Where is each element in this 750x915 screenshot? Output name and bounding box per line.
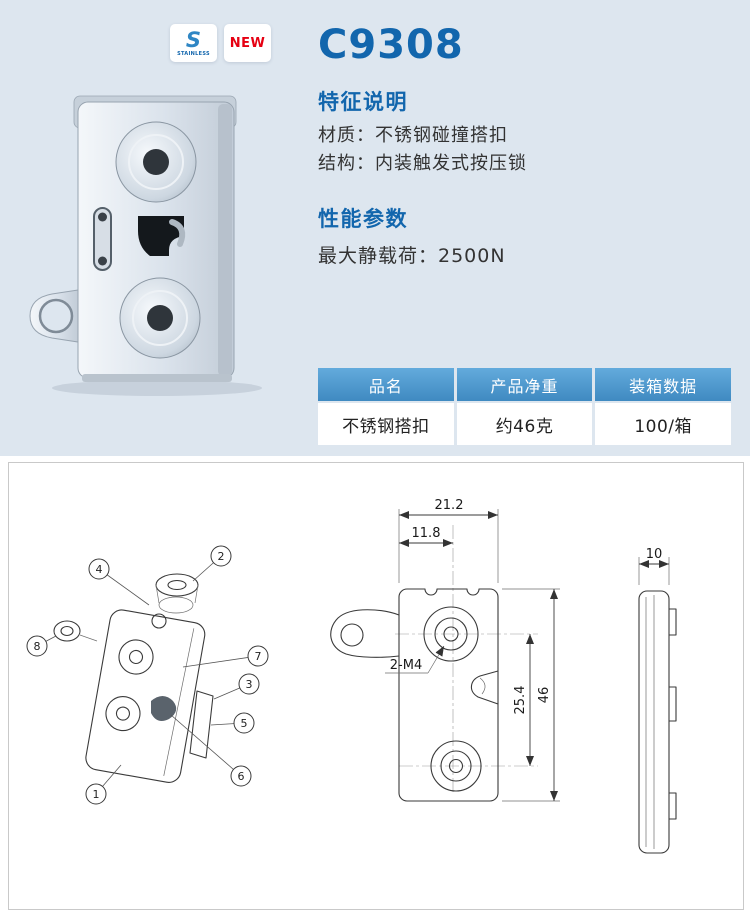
callout-1: 1 xyxy=(85,783,107,805)
spec-header-packing: 装箱数据 xyxy=(595,368,732,401)
callout-6: 6 xyxy=(230,765,252,787)
spec-header-weight: 产品净重 xyxy=(456,368,593,401)
callout-5: 5 xyxy=(233,712,255,734)
structure-spec: 结构：内装触发式按压锁 xyxy=(318,153,527,174)
dimension-hole-spacing: 25.4 xyxy=(513,634,534,766)
features-heading: 特征说明 xyxy=(318,90,408,114)
stainless-badge: S STAINLESS xyxy=(170,24,217,62)
thread-spec-label: 2-M4 xyxy=(385,645,445,674)
product-info-column: C9308 特征说明 材质：不锈钢碰撞搭扣 结构：内装触发式按压锁 性能参数 最… xyxy=(318,0,732,456)
spec-header-name: 品名 xyxy=(318,368,454,401)
new-badge: NEW xyxy=(224,24,271,62)
front-view: 21.2 11.8 2-M4 25.4 xyxy=(330,498,560,802)
material-spec: 材质：不锈钢碰撞搭扣 xyxy=(318,125,508,146)
product-photo xyxy=(22,90,288,400)
spec-value-weight: 约46克 xyxy=(456,403,593,445)
callout-2: 2 xyxy=(210,545,232,567)
product-summary-section: S STAINLESS NEW xyxy=(0,0,750,456)
svg-text:10: 10 xyxy=(646,547,663,562)
svg-text:3: 3 xyxy=(246,678,253,691)
svg-text:2: 2 xyxy=(218,550,225,563)
svg-text:25.4: 25.4 xyxy=(513,686,528,715)
callout-7: 7 xyxy=(247,645,269,667)
svg-text:6: 6 xyxy=(238,770,245,783)
max-load-spec: 最大静载荷：2500N xyxy=(318,245,506,267)
latch-photo-illustration xyxy=(29,95,262,396)
dimension-front-height: 46 xyxy=(502,588,560,802)
svg-text:4: 4 xyxy=(96,563,103,576)
latch-claw xyxy=(151,696,177,721)
technical-drawing: 1 2 3 4 5 6 7 8 xyxy=(26,498,677,854)
callout-4: 4 xyxy=(88,558,110,580)
new-badge-label: NEW xyxy=(229,35,266,51)
svg-text:5: 5 xyxy=(241,717,248,730)
stainless-icon: S xyxy=(185,27,202,52)
svg-text:8: 8 xyxy=(34,640,41,653)
spec-table: 品名 产品净重 装箱数据 不锈钢搭扣 约46克 100/箱 xyxy=(318,368,732,445)
dimension-front-hole-offset: 11.8 xyxy=(399,526,453,547)
spec-value-name: 不锈钢搭扣 xyxy=(318,403,454,445)
technical-drawing-panel: 1 2 3 4 5 6 7 8 xyxy=(8,462,744,910)
dimension-front-total-width: 21.2 xyxy=(398,498,499,583)
exploded-view: 1 2 3 4 5 6 7 8 xyxy=(26,545,269,805)
badge-group: S STAINLESS NEW xyxy=(170,24,271,62)
product-model: C9308 xyxy=(318,22,464,68)
callout-leader-lines xyxy=(36,555,259,795)
dimension-side-thickness: 10 xyxy=(638,547,670,585)
callout-3: 3 xyxy=(238,673,260,695)
svg-text:2-M4: 2-M4 xyxy=(390,658,422,673)
svg-text:46: 46 xyxy=(537,687,552,704)
spec-table-header: 品名 产品净重 装箱数据 xyxy=(318,368,732,401)
svg-text:1: 1 xyxy=(93,788,100,801)
svg-text:21.2: 21.2 xyxy=(435,498,464,513)
performance-heading: 性能参数 xyxy=(318,207,408,231)
spec-table-row: 不锈钢搭扣 约46克 100/箱 xyxy=(318,403,732,445)
side-view: 10 xyxy=(638,547,677,854)
stainless-label: STAINLESS xyxy=(177,50,210,57)
spec-value-packing: 100/箱 xyxy=(595,403,732,445)
svg-text:7: 7 xyxy=(255,650,262,663)
svg-text:11.8: 11.8 xyxy=(412,526,441,541)
callout-8: 8 xyxy=(26,635,48,657)
